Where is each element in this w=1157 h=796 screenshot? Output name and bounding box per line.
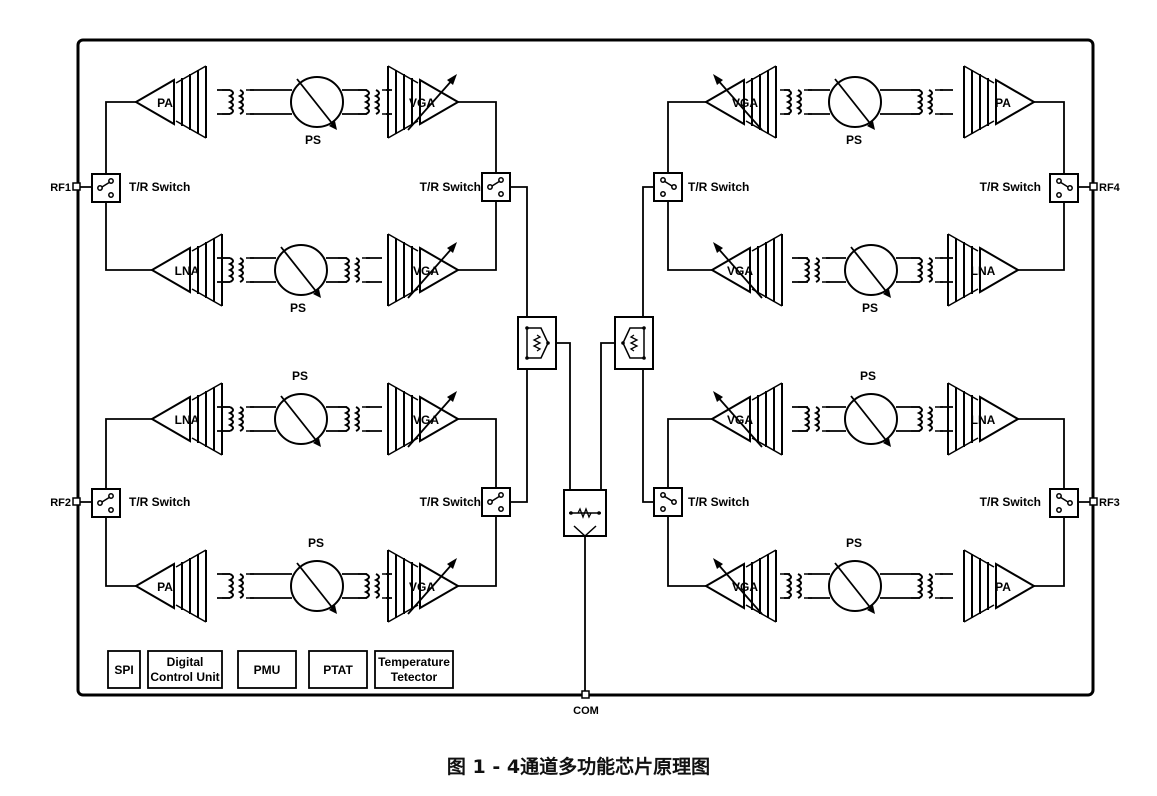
ps-label-r1: PS: [846, 133, 862, 147]
pa-label-rf3: PA: [995, 580, 1011, 594]
dcu-block-line1: Digital: [167, 655, 204, 669]
temp-block-line2: Tetector: [391, 670, 438, 684]
tr-switch-label-r-top: T/R Switch: [688, 180, 749, 194]
ptat-block: PTAT: [323, 663, 353, 677]
left-wiring: [80, 89, 571, 599]
vga-label-r1: VGA: [732, 96, 758, 110]
lna-label-rf2: LNA: [175, 413, 200, 427]
tr-switch-label-l-bottom: T/R Switch: [420, 495, 481, 509]
tr-switch-label-r-bottom: T/R Switch: [688, 495, 749, 509]
ps-label-l1: PS: [305, 133, 321, 147]
spi-block: SPI: [114, 663, 133, 677]
right-wiring: [584, 89, 1090, 694]
ps-label-r4: PS: [846, 536, 862, 550]
dcu-block-line2: Control Unit: [150, 670, 219, 684]
port-rf4: RF4: [1099, 182, 1121, 194]
ps-label-l4: PS: [308, 536, 324, 550]
tr-switch-label-rf3: T/R Switch: [980, 495, 1041, 509]
vga-label-r2: VGA: [727, 264, 753, 278]
temp-block-line1: Temperature: [378, 655, 450, 669]
pmu-block: PMU: [254, 663, 281, 677]
vga-label-r4: VGA: [732, 580, 758, 594]
ps-label-r3: PS: [860, 369, 876, 383]
main-combiner: [563, 489, 607, 538]
lna-label-rf3: LNA: [971, 413, 996, 427]
vga-label-l3: VGA: [413, 413, 439, 427]
vga-label-l1: VGA: [409, 96, 435, 110]
tr-switch-label-rf4: T/R Switch: [980, 180, 1041, 194]
port-com: COM: [573, 705, 599, 717]
pa-label-rf1: PA: [157, 96, 173, 110]
pa-label-rf2: PA: [157, 580, 173, 594]
port-rf3: RF3: [1099, 497, 1120, 509]
tr-switch-label-rf1: T/R Switch: [129, 180, 190, 194]
lna-label-rf4: LNA: [971, 264, 996, 278]
vga-label-l4: VGA: [409, 580, 435, 594]
port-rf1: RF1: [50, 182, 71, 194]
figure-caption: 图 1 - 4通道多功能芯片原理图: [446, 756, 711, 778]
tr-switch-label-rf2: T/R Switch: [129, 495, 190, 509]
ps-label-l3: PS: [292, 369, 308, 383]
tr-switch-label-l-top: T/R Switch: [420, 180, 481, 194]
vga-label-r3: VGA: [727, 413, 753, 427]
ps-label-l2: PS: [290, 301, 306, 315]
chip-block-diagram: PA LNA LNA PA VGA VGA VGA VGA PS PS PS P…: [50, 38, 1121, 717]
lna-label-rf1: LNA: [175, 264, 200, 278]
pa-label-rf4: PA: [995, 96, 1011, 110]
port-rf2: RF2: [50, 497, 71, 509]
vga-label-l2: VGA: [413, 264, 439, 278]
ps-label-r2: PS: [862, 301, 878, 315]
